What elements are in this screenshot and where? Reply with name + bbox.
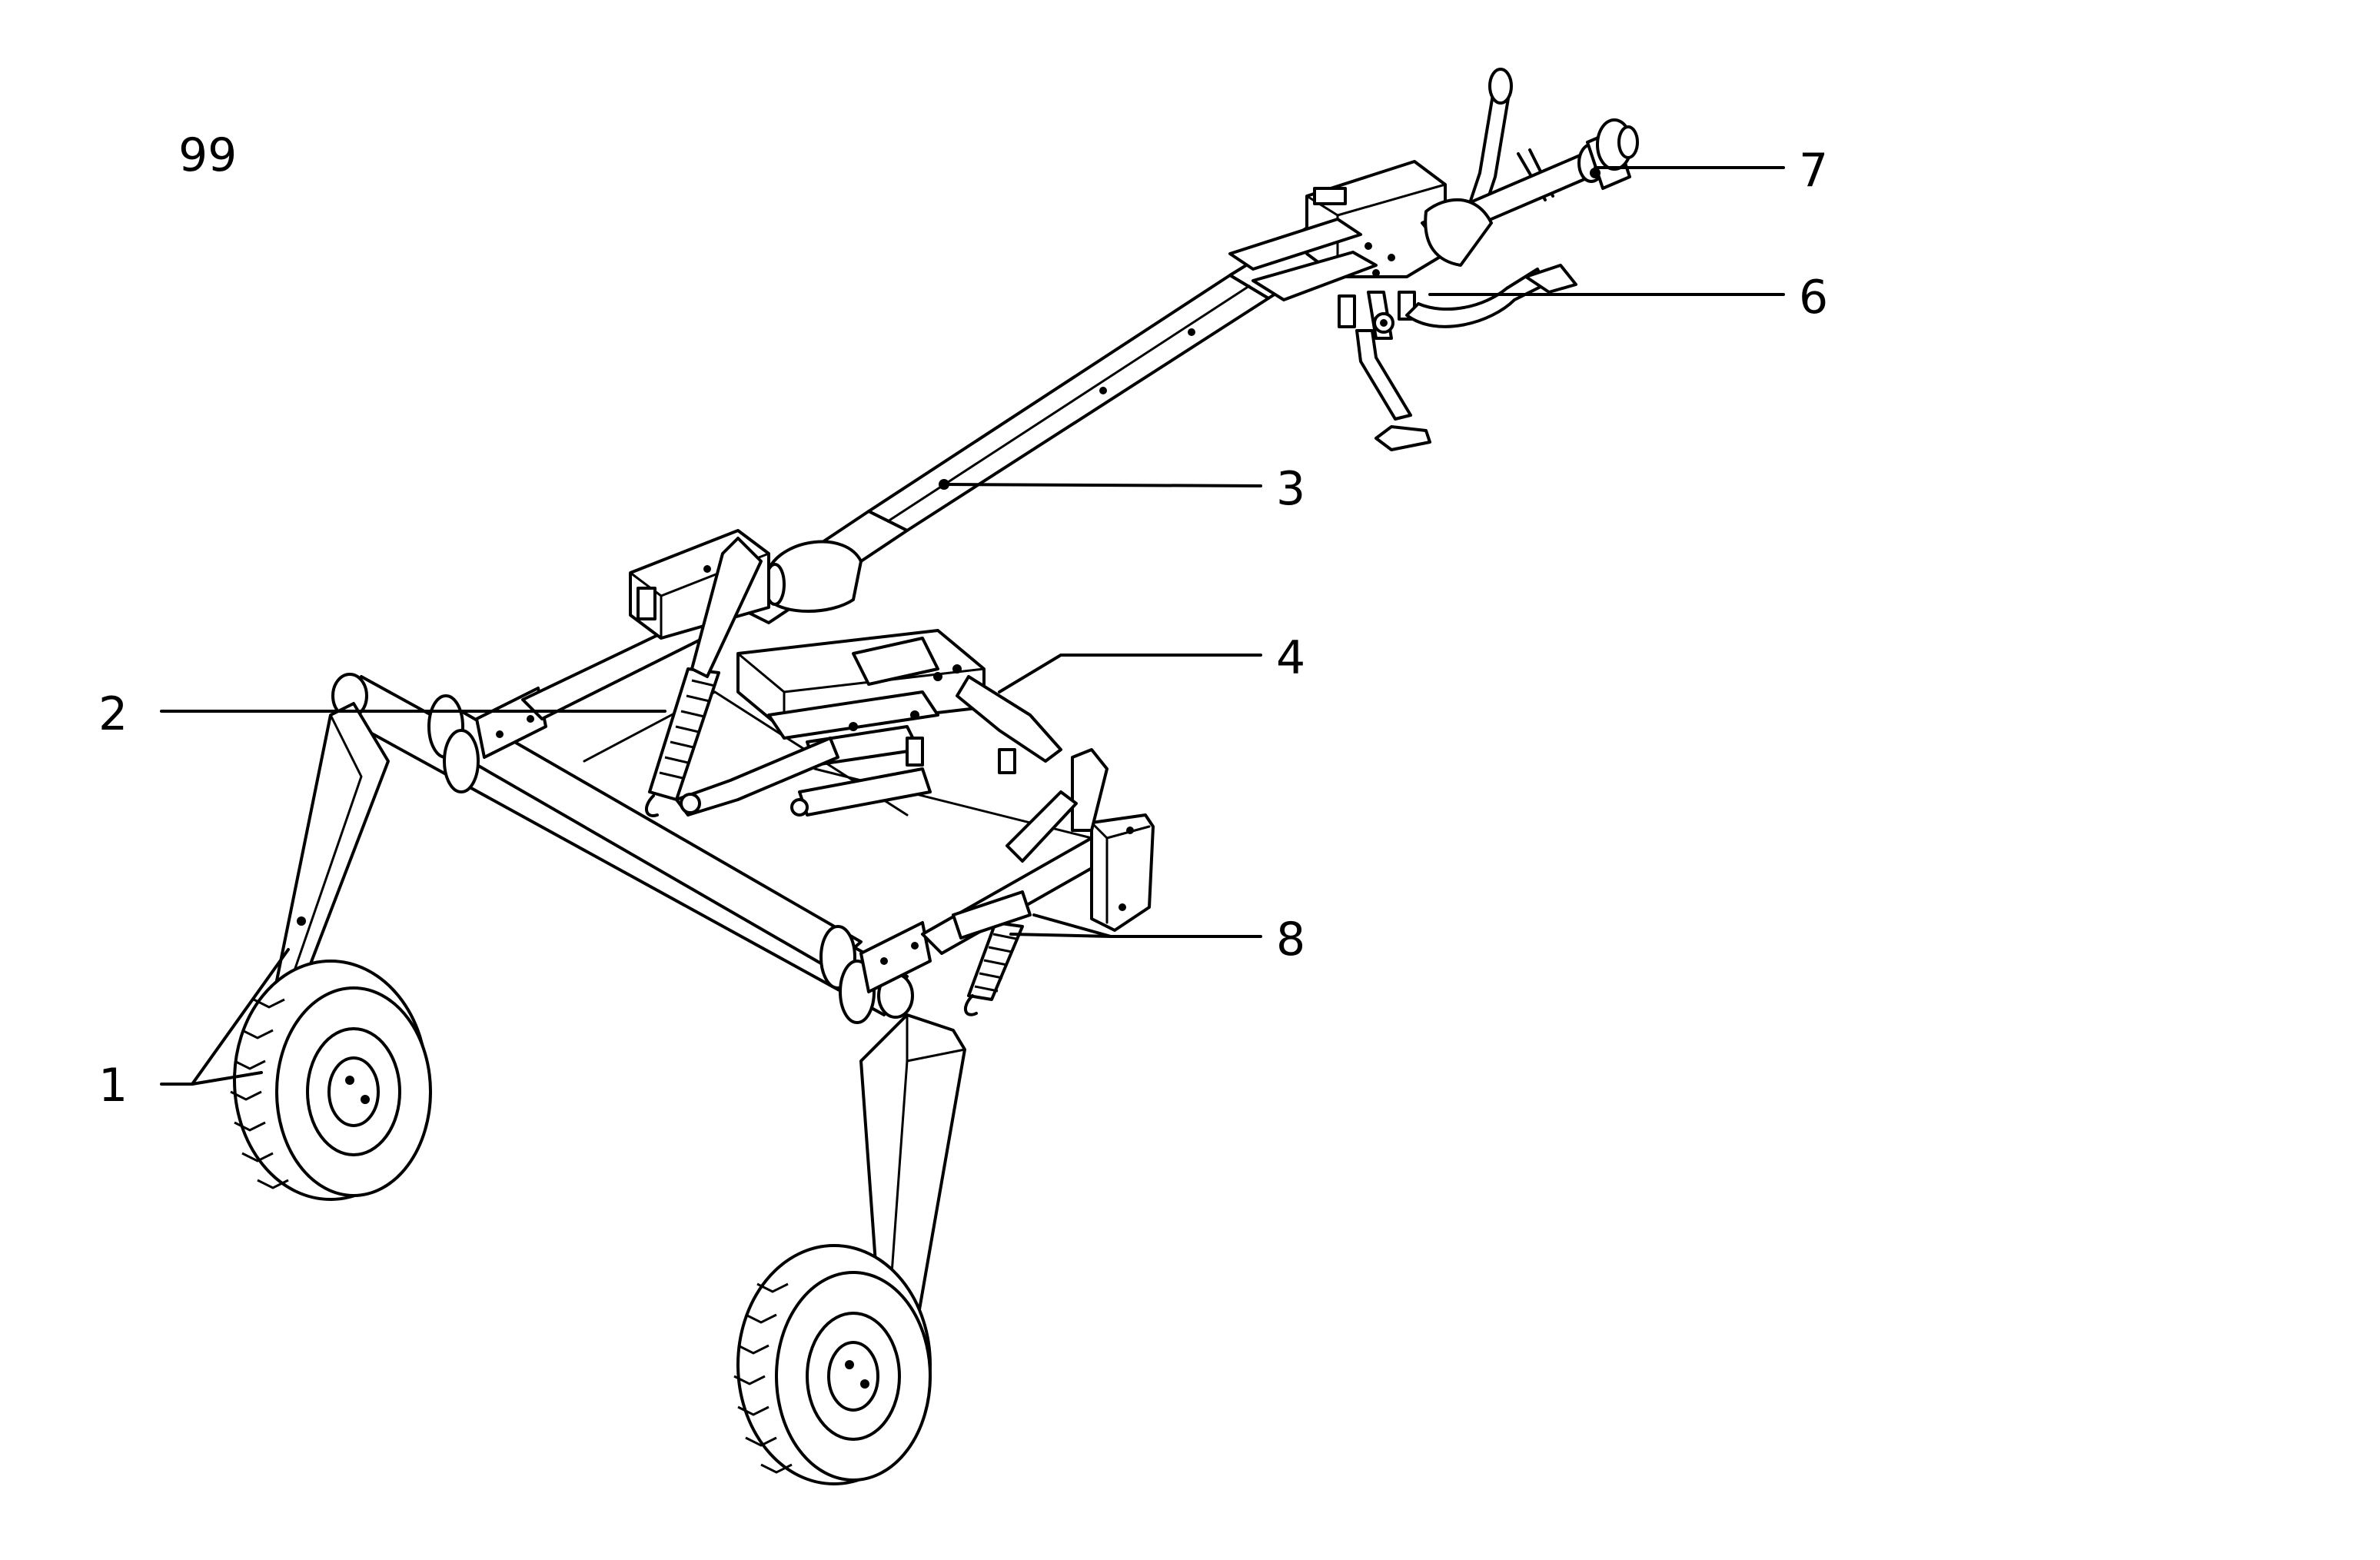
- callout-6: 6: [1799, 271, 1828, 324]
- callout-labels: 1 2 3 4 6 7 8: [98, 144, 1828, 1113]
- callout-4: 4: [1276, 631, 1305, 685]
- leader-4: [998, 654, 1262, 694]
- leader-1b: [191, 1071, 263, 1086]
- right-wheel: [733, 1244, 932, 1485]
- callout-3: 3: [1276, 462, 1305, 516]
- callout-1: 1: [98, 1059, 128, 1113]
- a-frame-left: [675, 737, 839, 817]
- leader-lines: [160, 166, 1785, 1086]
- leader-8a: [1009, 933, 1262, 938]
- callout-2: 2: [98, 687, 128, 741]
- pto-shaft: [1421, 118, 1639, 267]
- linkage-assembly: [736, 629, 1062, 817]
- right-bracket: [952, 748, 1155, 940]
- leader-3: [942, 483, 1262, 487]
- page-number: 99: [178, 128, 237, 182]
- main-frame-tube: [427, 687, 932, 1024]
- left-wheel-arm: [271, 702, 390, 1001]
- leader-8b: [1032, 913, 1112, 938]
- callout-8: 8: [1276, 913, 1305, 966]
- callout-7: 7: [1799, 144, 1828, 198]
- right-spring: [964, 921, 1024, 1016]
- machine-drawing: [230, 68, 1639, 1485]
- front-mount-box: [1228, 160, 1447, 301]
- left-wheel: [230, 960, 432, 1201]
- bent-support-tube: [1405, 264, 1577, 328]
